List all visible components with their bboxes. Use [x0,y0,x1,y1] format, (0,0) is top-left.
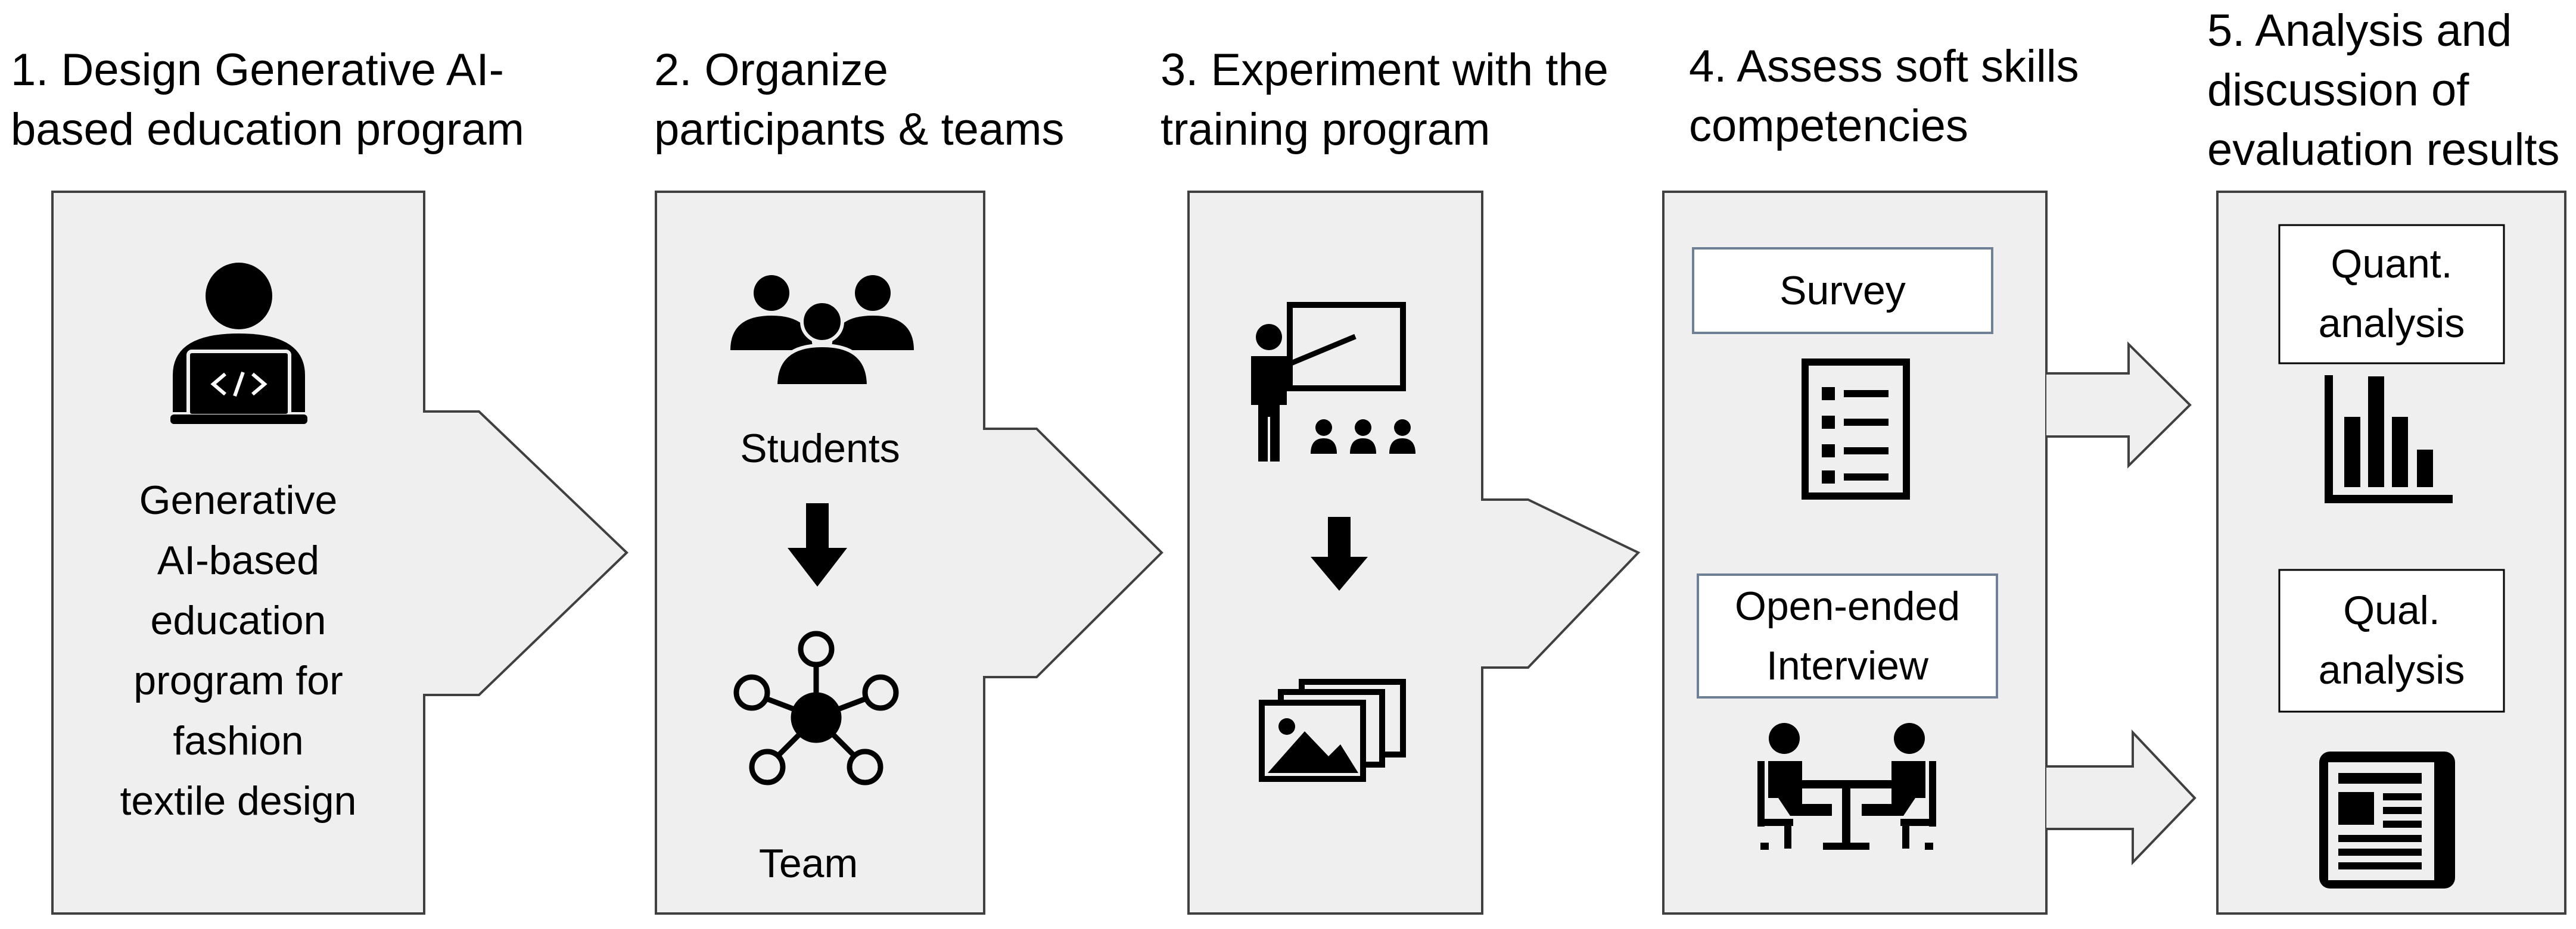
developer-laptop-icon [170,263,307,424]
description-line: AI-based [157,538,320,583]
arrow-to-qual [2046,729,2197,865]
step-5-title-line: discussion of [2207,65,2469,116]
step-3-panel [1187,191,1641,915]
step-2-panel [655,191,1163,915]
newspaper-icon [2319,752,2455,889]
step-3-title-line: 3. Experiment with the [1161,45,1609,95]
step-5-title: 5. Analysis and discussion of evaluation… [2207,1,2559,180]
step-1-title-line: 1. Design Generative AI- [11,45,504,95]
step-4-title-line: competencies [1689,101,1968,151]
qual-label: Qual. analysis [2279,581,2504,700]
interview-label: Open-ended Interview [1698,576,1997,696]
interview-label-line: Open-ended [1734,584,1961,629]
description-line: textile design [120,778,357,824]
step-4-panel [1662,191,2048,915]
description-line: education [150,598,326,643]
step-5-title-line: 5. Analysis and [2207,5,2512,56]
bar-chart-icon [2325,375,2453,503]
qual-box [2278,569,2505,713]
quant-label: Quant. analysis [2279,234,2504,353]
survey-label: Survey [1779,268,1906,313]
survey-checklist-icon [1802,358,1910,500]
step-5-title-line: evaluation results [2207,124,2560,175]
teacher-presentation-icon [1251,302,1415,462]
quant-label-line: analysis [2318,301,2465,346]
interview-meeting-icon [1757,723,1936,850]
step-4-title: 4. Assess soft skills competencies [1689,37,2079,156]
quant-box [2278,224,2505,364]
step-3-title-line: training program [1161,104,1491,155]
down-arrow-icon [1311,517,1368,591]
interview-label-line: Interview [1766,643,1929,688]
team-network-icon [733,631,899,785]
survey-box [1692,247,1993,334]
arrow-to-quant [2046,341,2192,469]
step-4-title-line: 4. Assess soft skills [1689,41,2079,92]
image-gallery-icon [1259,679,1406,782]
description-line: Generative [139,478,338,523]
qual-label-line: analysis [2318,647,2465,693]
step-2-title-line: participants & teams [654,104,1065,155]
step-2-title: 2. Organize participants & teams [654,40,1065,160]
qual-label-line: Qual. [2343,588,2440,633]
students-group-icon [730,275,914,388]
step-1-title-line: based education program [11,104,524,155]
interview-box [1697,573,1998,699]
step-5-panel [2216,191,2566,915]
quant-label-line: Quant. [2331,241,2453,286]
step-3-title: 3. Experiment with the training program [1161,40,1609,160]
step-2-title-line: 2. Organize [654,45,888,95]
down-arrow-icon [788,503,847,587]
team-label: Team [758,841,858,886]
description-line: program for [133,658,343,703]
step-1-title: 1. Design Generative AI- based education… [11,40,524,160]
description-line: fashion [173,718,304,763]
students-label: Students [740,426,900,471]
step-1-description: Generative AI-based education program fo… [77,470,399,831]
